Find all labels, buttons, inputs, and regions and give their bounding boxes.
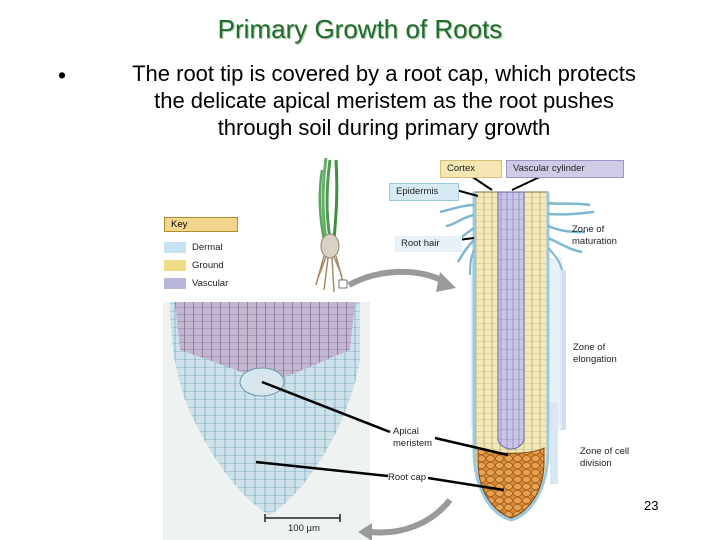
curved-arrow-bottom [369, 498, 453, 536]
scale-bar-label: 100 µm [288, 523, 320, 534]
zone-maturation-label: Zone of maturation [572, 224, 617, 248]
apical-meristem-line-1: Apical [393, 426, 419, 437]
leader-apical-right [434, 436, 509, 457]
key-swatch-vascular [164, 278, 186, 289]
zone-maturation-line-1: Zone of [572, 224, 605, 235]
bullet-text: The root tip is covered by a root cap, w… [84, 60, 684, 141]
zone-division-panel [550, 402, 558, 484]
key-swatch-dermal [164, 242, 186, 253]
zone-elongation-line-1: Zone of [573, 342, 606, 353]
leader-rootcap-left [255, 460, 389, 478]
key-label-ground: Ground [192, 260, 224, 271]
slide-title: Primary Growth of Roots [217, 14, 503, 44]
bullet-symbol: • [58, 62, 67, 88]
key-title: Key [164, 217, 238, 232]
leader-apical-left [261, 380, 391, 434]
scale-bar [264, 514, 341, 522]
zone-elongation-line-2: elongation [573, 354, 617, 365]
key-label-vascular: Vascular [192, 278, 229, 289]
bullet-line-3: through soil during primary growth [217, 115, 551, 140]
key-label-dermal: Dermal [192, 242, 223, 253]
zone-division-line-1: Zone of cell [580, 446, 630, 457]
zone-division-line-2: division [580, 458, 612, 469]
vascular-cylinder-label: Vascular cylinder [506, 160, 624, 178]
cortex-label: Cortex [440, 160, 502, 178]
apical-meristem-label: Apical meristem [393, 426, 433, 450]
zone-division-label: Zone of cell division [580, 446, 629, 470]
zone-elongation-panel [560, 270, 566, 430]
bullet-line-2: the delicate apical meristem as the root… [154, 88, 614, 113]
zone-maturation-line-2: maturation [572, 236, 617, 247]
apical-meristem-line-2: meristem [393, 438, 433, 449]
page-number: 23 [644, 498, 659, 513]
curved-arrow-top [347, 268, 447, 288]
leader-epidermis [455, 189, 479, 197]
zone-elongation-label: Zone of elongation [573, 342, 617, 366]
root-hair-label: Root hair [395, 236, 462, 252]
root-cap-label: Root cap [388, 472, 427, 484]
micrograph [163, 302, 370, 540]
bullet-line-1: The root tip is covered by a root cap, w… [132, 61, 636, 86]
epidermis-label: Epidermis [389, 183, 459, 201]
root-drawing [439, 191, 595, 522]
leader-rootcap-right [427, 476, 505, 492]
seedling-illustration [315, 157, 348, 293]
key-swatch-ground [164, 260, 186, 271]
